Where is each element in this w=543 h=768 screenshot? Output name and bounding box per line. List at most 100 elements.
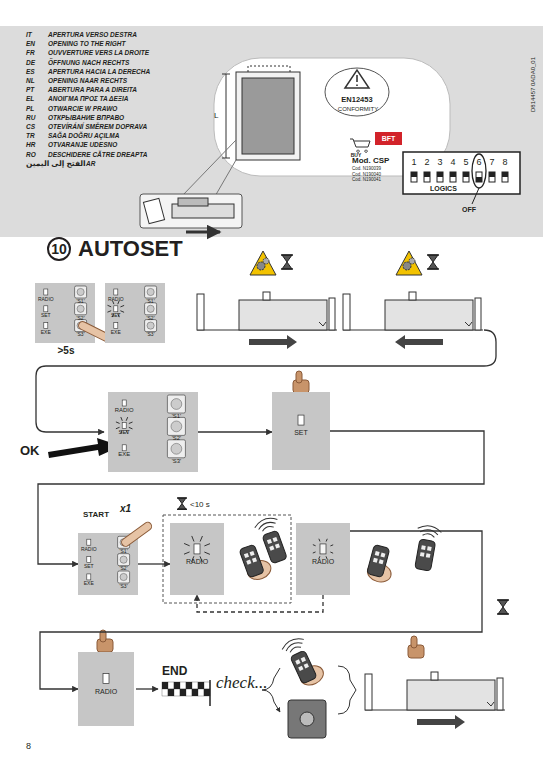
dip-slot	[463, 172, 469, 182]
push-button	[75, 286, 87, 298]
language-label: AR	[86, 161, 95, 168]
panel-label: SET	[118, 430, 129, 436]
language-label: OTEVÍRÁNÍ SMĚREM DOPRAVA	[48, 124, 147, 131]
brand-logo	[375, 132, 402, 145]
language-label: FR	[26, 50, 35, 57]
control-panel: RADIO'S1'SET'S2'EXE'S3'	[105, 283, 165, 343]
label: x1	[120, 504, 131, 514]
gate-leaf	[242, 78, 294, 154]
push-button	[120, 556, 127, 563]
remote-button	[426, 553, 431, 558]
push-button	[171, 443, 182, 454]
flow-connector	[198, 431, 272, 432]
hourglass-icon	[282, 255, 292, 269]
label: check...	[216, 674, 267, 691]
led	[44, 323, 48, 329]
finish-flag	[204, 682, 210, 689]
push-button	[145, 303, 157, 315]
control-card	[143, 198, 164, 223]
dip-lever	[463, 172, 469, 177]
dip-slot	[502, 172, 508, 182]
push-button	[147, 322, 154, 329]
gate-post	[365, 674, 372, 710]
finger	[83, 326, 107, 338]
label: Cod. N190041	[352, 178, 381, 183]
leader-line	[182, 140, 236, 198]
panel-label: SET	[111, 313, 121, 318]
motion-arrow	[417, 715, 465, 729]
language-label: IT	[26, 32, 32, 39]
blink-ray	[204, 544, 210, 546]
remote-body	[239, 544, 264, 578]
label: 1	[411, 158, 416, 167]
gate-post	[497, 678, 503, 710]
flag-pole	[209, 680, 211, 706]
language-label: HR	[26, 142, 35, 149]
blink-ray	[326, 539, 327, 542]
label: 8	[502, 158, 507, 167]
language-label: PL	[26, 106, 34, 113]
gate-detail	[487, 702, 494, 706]
remote-button	[375, 551, 380, 556]
label: 10	[51, 242, 67, 256]
panel-label: RADIO	[312, 558, 334, 565]
blink-ray	[116, 427, 120, 429]
remote-body	[415, 539, 436, 571]
panel-label: RADIO	[115, 408, 134, 414]
control-panel: RADIO	[170, 523, 224, 595]
language-label: DESCHIDERE CĂTRE DREAPTA	[48, 152, 148, 159]
warning-triangle	[396, 251, 422, 275]
dip-slot	[437, 172, 443, 182]
thumb-up-icon	[296, 371, 302, 383]
language-label: APERTURA VERSO DESTRA	[48, 32, 137, 39]
push-button	[167, 417, 185, 435]
dip-lever	[437, 172, 443, 177]
panel-label: 'S3'	[77, 332, 85, 337]
label: AUTOSET	[78, 238, 183, 260]
finish-flag	[198, 682, 204, 689]
remote-control	[365, 544, 397, 584]
remote-button	[273, 537, 278, 542]
remote-button	[301, 657, 306, 662]
finish-flag	[174, 689, 180, 696]
blink-ray	[107, 311, 111, 313]
language-label: APERTURA HACIA LA DERECHA	[48, 69, 150, 76]
led	[103, 674, 109, 684]
exclamation-mark	[356, 75, 358, 86]
flow-arrow	[36, 330, 496, 432]
control-panel: RADIO'S1'SET'S2'EXE'S3'	[78, 533, 138, 595]
remote-button	[379, 559, 384, 564]
finish-flag	[180, 689, 186, 696]
gate-leaf	[385, 300, 473, 330]
language-label: RU	[26, 115, 35, 122]
language-label: SAĞA DOĞRU AÇILMA	[48, 133, 119, 140]
hourglass-icon	[178, 498, 186, 509]
language-label: TR	[26, 133, 35, 140]
panel-label: RADIO	[81, 547, 97, 552]
gate-post	[197, 294, 204, 330]
blink-ray	[200, 536, 202, 542]
dashed-frame	[163, 515, 291, 603]
led	[122, 400, 126, 406]
gate-detail	[465, 322, 472, 326]
remote-body	[262, 530, 287, 564]
led	[114, 323, 118, 329]
document-code: D814457 0ADA0_01	[530, 57, 536, 112]
dip-slot	[476, 172, 482, 182]
finish-flag	[168, 689, 174, 696]
panel-label: 'S2'	[77, 316, 85, 321]
blink-ray	[319, 539, 320, 542]
led	[114, 289, 118, 295]
label: 3	[437, 158, 442, 167]
gear-icon	[403, 262, 411, 270]
gear-icon	[257, 262, 265, 270]
panel-label: SET	[294, 429, 308, 436]
finish-flag	[162, 689, 168, 696]
remote-button	[275, 543, 280, 548]
blink-ray	[126, 417, 128, 421]
dip-slot	[424, 172, 430, 182]
panel-label: EXE	[118, 452, 130, 458]
label: LOGICS	[430, 185, 457, 192]
thumb-up-icon	[411, 636, 417, 648]
led	[122, 422, 126, 428]
